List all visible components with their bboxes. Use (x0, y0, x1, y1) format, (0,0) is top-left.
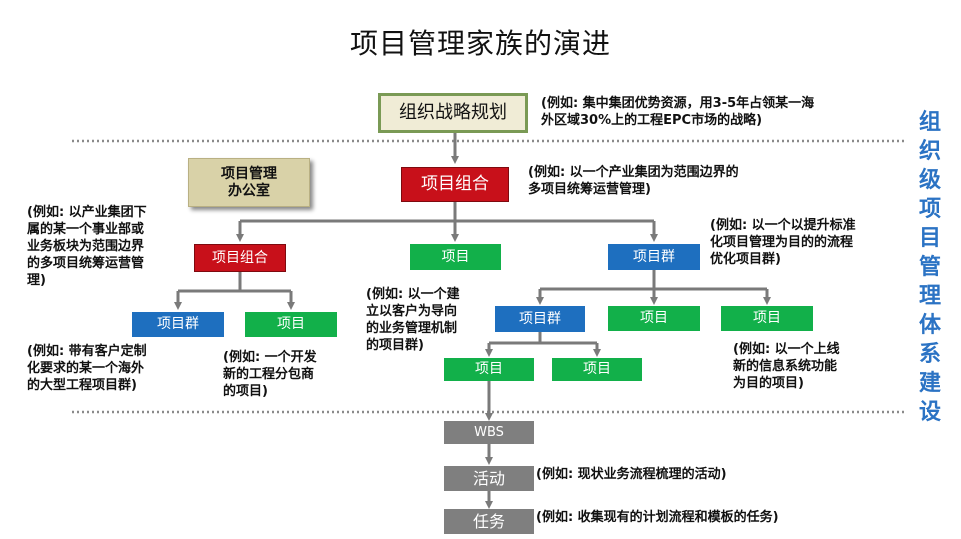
node-portfolio-left: 项目组合 (194, 244, 286, 272)
node-task: 任务 (444, 509, 534, 534)
node-program-left: 项目群 (132, 312, 224, 337)
node-pmo: 项目管理 办公室 (188, 158, 310, 207)
page-title: 项目管理家族的演进 (349, 27, 611, 60)
note-activity: (例如: 现状业务流程梳理的活动) (536, 467, 727, 482)
note-project-r2: (例如: 以一个上线 新的信息系统功能 为目的项目) (733, 342, 840, 391)
note-portfolio-left: (例如: 以产业集团下 属的某一个事业部或 业务板块为范围边界 的多项目统筹运营… (27, 205, 147, 288)
side-label: 组织级项目管理体系建设 (918, 110, 941, 425)
note-strategy: (例如: 集中集团优势资源，用3-5年占领某一海 外区域30%上的工程EPC市场… (541, 96, 815, 128)
note-task: (例如: 收集现有的计划流程和模板的任务) (536, 510, 779, 525)
node-portfolio-main: 项目组合 (401, 167, 509, 202)
node-project-mid: 项目 (410, 244, 501, 270)
node-project-r2: 项目 (721, 306, 813, 331)
note-project-left: (例如: 一个开发 新的工程分包商 的项目) (223, 350, 317, 399)
node-project-m2: 项目 (552, 358, 642, 381)
node-project-left: 项目 (245, 312, 337, 337)
node-wbs: WBS (444, 421, 534, 444)
note-program-right: (例如: 以一个以提升标准 化项目管理为目的的流程 优化项目群) (710, 218, 856, 267)
note-portfolio-main: (例如: 以一个产业集团为范围边界的 多项目统筹运营管理) (528, 165, 739, 197)
node-project-r1: 项目 (608, 306, 700, 331)
node-project-m1: 项目 (444, 358, 534, 381)
node-program-right: 项目群 (608, 244, 700, 270)
node-program-mid: 项目群 (495, 306, 585, 332)
note-program-left: (例如: 带有客户定制 化要求的某一个海外 的大型工程项目群) (27, 344, 147, 393)
node-activity: 活动 (444, 466, 534, 491)
node-strategy: 组织战略规划 (378, 93, 528, 133)
note-program-mid: (例如: 以一个建 立以客户为导向 的业务管理机制 的项目群) (366, 287, 460, 353)
